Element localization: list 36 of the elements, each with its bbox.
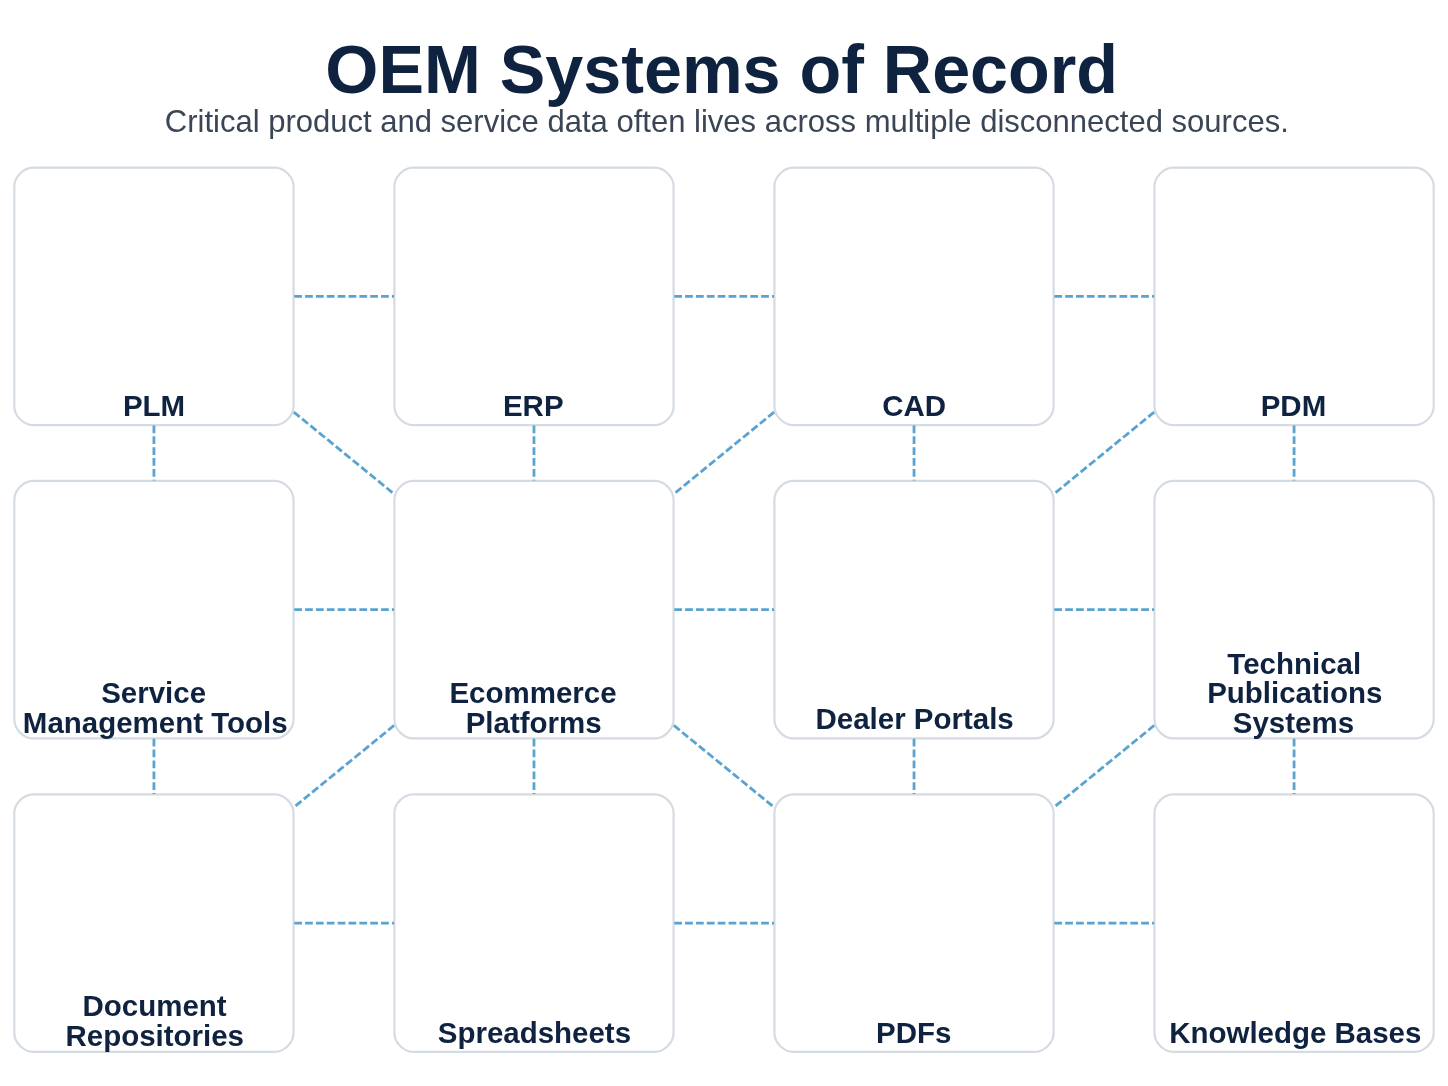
connector [912,738,916,794]
connector [1053,411,1156,495]
connector [1292,738,1296,794]
node-box: Knowledge Bases [1153,793,1435,1053]
connector [674,921,774,925]
node-box: Service Management Tools [13,479,295,740]
node-box: Spreadsheets [393,793,675,1053]
diagram-title: OEM Systems of Record [325,31,1119,108]
connector [293,724,395,809]
node-box: PDFs [773,793,1055,1053]
node-box: PLM [13,166,295,427]
connector [1054,608,1155,612]
connector [294,608,394,612]
node-box: Technical Publications Systems [1153,479,1435,740]
connector [674,294,774,298]
connector [673,411,775,495]
node-box: PDM [1153,166,1435,427]
connector [673,724,775,809]
connector [674,608,774,612]
connector [152,738,156,794]
connector [532,425,536,481]
node-box: ERP [393,166,675,427]
connector [912,425,916,481]
node-box: Ecommerce Platforms [393,479,675,740]
node-box: CAD [773,166,1055,427]
connector [1054,921,1155,925]
connector [152,425,156,481]
connector [532,738,536,794]
connector [1292,425,1296,481]
connector [1053,724,1156,809]
node-box: Dealer Portals [773,479,1055,740]
connector [294,921,394,925]
connector [1054,294,1155,298]
node-box: Document Repositories [13,793,295,1053]
connector [292,411,395,495]
connector [294,294,394,298]
